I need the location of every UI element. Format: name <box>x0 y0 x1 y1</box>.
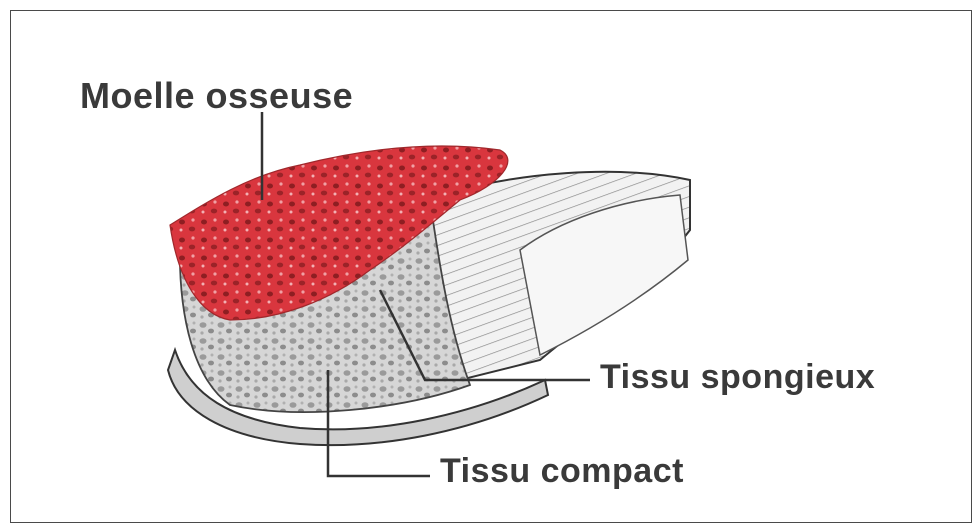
label-spongy-tissue: Tissu spongieux <box>600 358 875 397</box>
label-bone-marrow: Moelle osseuse <box>80 75 353 117</box>
label-compact-tissue: Tissu compact <box>440 452 684 491</box>
